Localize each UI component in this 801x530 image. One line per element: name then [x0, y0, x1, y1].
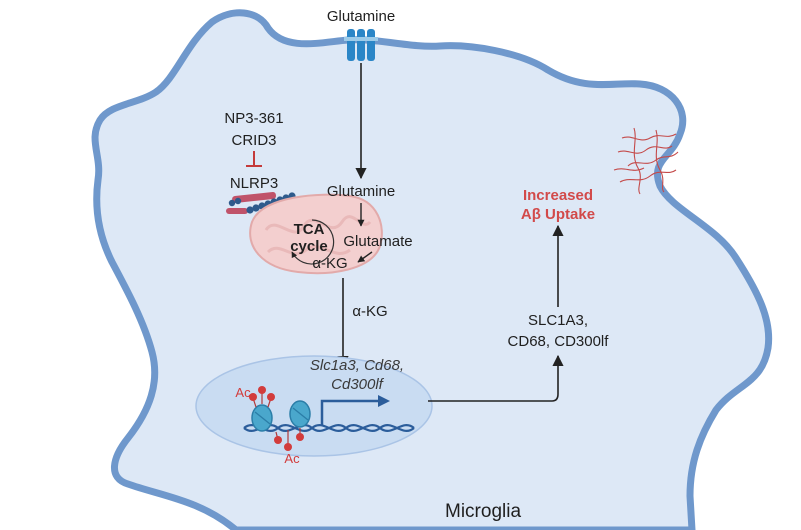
acetyl-label-bottom: Ac — [284, 451, 300, 466]
nucleosome-dna-icon — [243, 395, 415, 432]
tca-label-line1: TCA — [294, 221, 325, 238]
inhibition-bar — [246, 151, 262, 167]
acetyl-marks — [249, 386, 304, 451]
outcome-label-line2: Aβ Uptake — [521, 206, 595, 223]
glutamate-label: Glutamate — [343, 233, 412, 250]
inhibitor-crid3-label: CRID3 — [231, 132, 276, 149]
cell-name-label: Microglia — [445, 501, 521, 522]
nlrp3-label: NLRP3 — [230, 175, 278, 192]
acetyl-label-top: Ac — [235, 385, 251, 400]
nucleus-to-protein-arrow — [428, 354, 564, 402]
akg-mito-label: α-KG — [312, 255, 347, 272]
akg-cyto-label: α-KG — [352, 303, 387, 320]
glutamine-transporter-icon — [344, 29, 378, 61]
proteins-label-line1: SLC1A3, — [528, 312, 588, 329]
inhibitor-np3-361-label: NP3-361 — [224, 110, 283, 127]
genes-label-line1: Slc1a3, Cd68, — [310, 357, 404, 374]
amyloid-beta-fibrils-icon — [613, 127, 679, 195]
glutamine-top-label: Glutamine — [327, 8, 395, 25]
glutamine-inner-label: Glutamine — [327, 183, 395, 200]
mitochondrion-icon — [249, 193, 383, 275]
genes-label-line2: Cd300lf — [331, 376, 385, 393]
tca-label-line2: cycle — [290, 238, 328, 255]
glutamate-to-akg-arrow — [357, 251, 373, 263]
proteins-label-line2: CD68, CD300lf — [508, 333, 610, 350]
outcome-label-line1: Increased — [523, 187, 593, 204]
microglia-cell-membrane — [91, 9, 773, 530]
tca-cycle-loop — [291, 219, 335, 265]
